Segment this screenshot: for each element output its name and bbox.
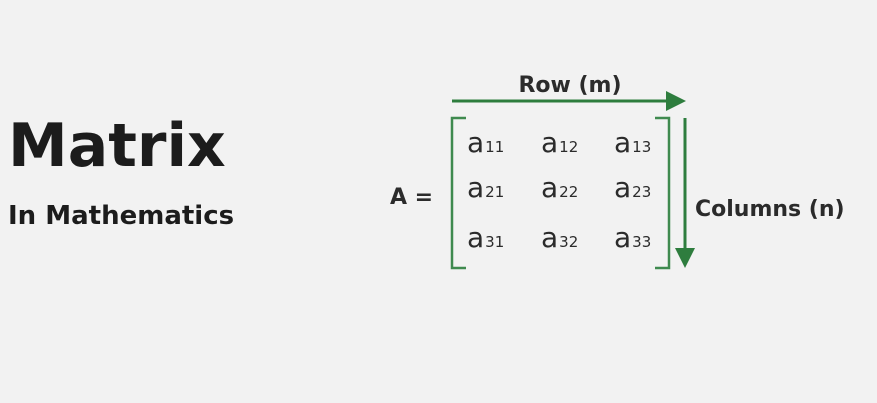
matrix-entry-3-3: a33 — [614, 221, 651, 254]
page-subtitle: In Mathematics — [8, 201, 235, 231]
matrix-entry-3-1: a31 — [467, 221, 504, 254]
matrix-entry-2-3: a23 — [614, 171, 651, 204]
matrix-entry-subscript: 13 — [632, 138, 651, 156]
matrix-entry-base: a — [541, 221, 558, 254]
matrix-entry-subscript: 32 — [559, 233, 578, 251]
matrix-entry-1-2: a12 — [541, 126, 578, 159]
column-label: Columns (n) — [695, 197, 845, 222]
matrix-entry-base: a — [614, 171, 631, 204]
matrix-entry-subscript: 31 — [485, 233, 504, 251]
row-label: Row (m) — [518, 73, 621, 98]
matrix-entry-base: a — [614, 126, 631, 159]
right-bracket — [655, 116, 671, 270]
matrix-entry-base: a — [467, 171, 484, 204]
matrix-label: A = — [390, 185, 433, 210]
page-title: Matrix — [8, 111, 226, 181]
matrix-entry-2-1: a21 — [467, 171, 504, 204]
matrix-entry-base: a — [541, 126, 558, 159]
left-bracket — [450, 116, 466, 270]
matrix-entry-subscript: 11 — [485, 138, 504, 156]
matrix-entry-2-2: a22 — [541, 171, 578, 204]
matrix-entry-subscript: 22 — [559, 183, 578, 201]
matrix-entry-subscript: 33 — [632, 233, 651, 251]
matrix-entry-base: a — [541, 171, 558, 204]
row-arrow-head — [666, 91, 686, 111]
matrix-entry-subscript: 12 — [559, 138, 578, 156]
matrix-entry-1-3: a13 — [614, 126, 651, 159]
matrix-entry-subscript: 23 — [632, 183, 651, 201]
matrix-entry-base: a — [467, 221, 484, 254]
matrix-entry-subscript: 21 — [485, 183, 504, 201]
column-arrow-head — [675, 248, 695, 268]
matrix-entry-3-2: a32 — [541, 221, 578, 254]
matrix-entry-base: a — [467, 126, 484, 159]
matrix-entry-base: a — [614, 221, 631, 254]
matrix-entry-1-1: a11 — [467, 126, 504, 159]
